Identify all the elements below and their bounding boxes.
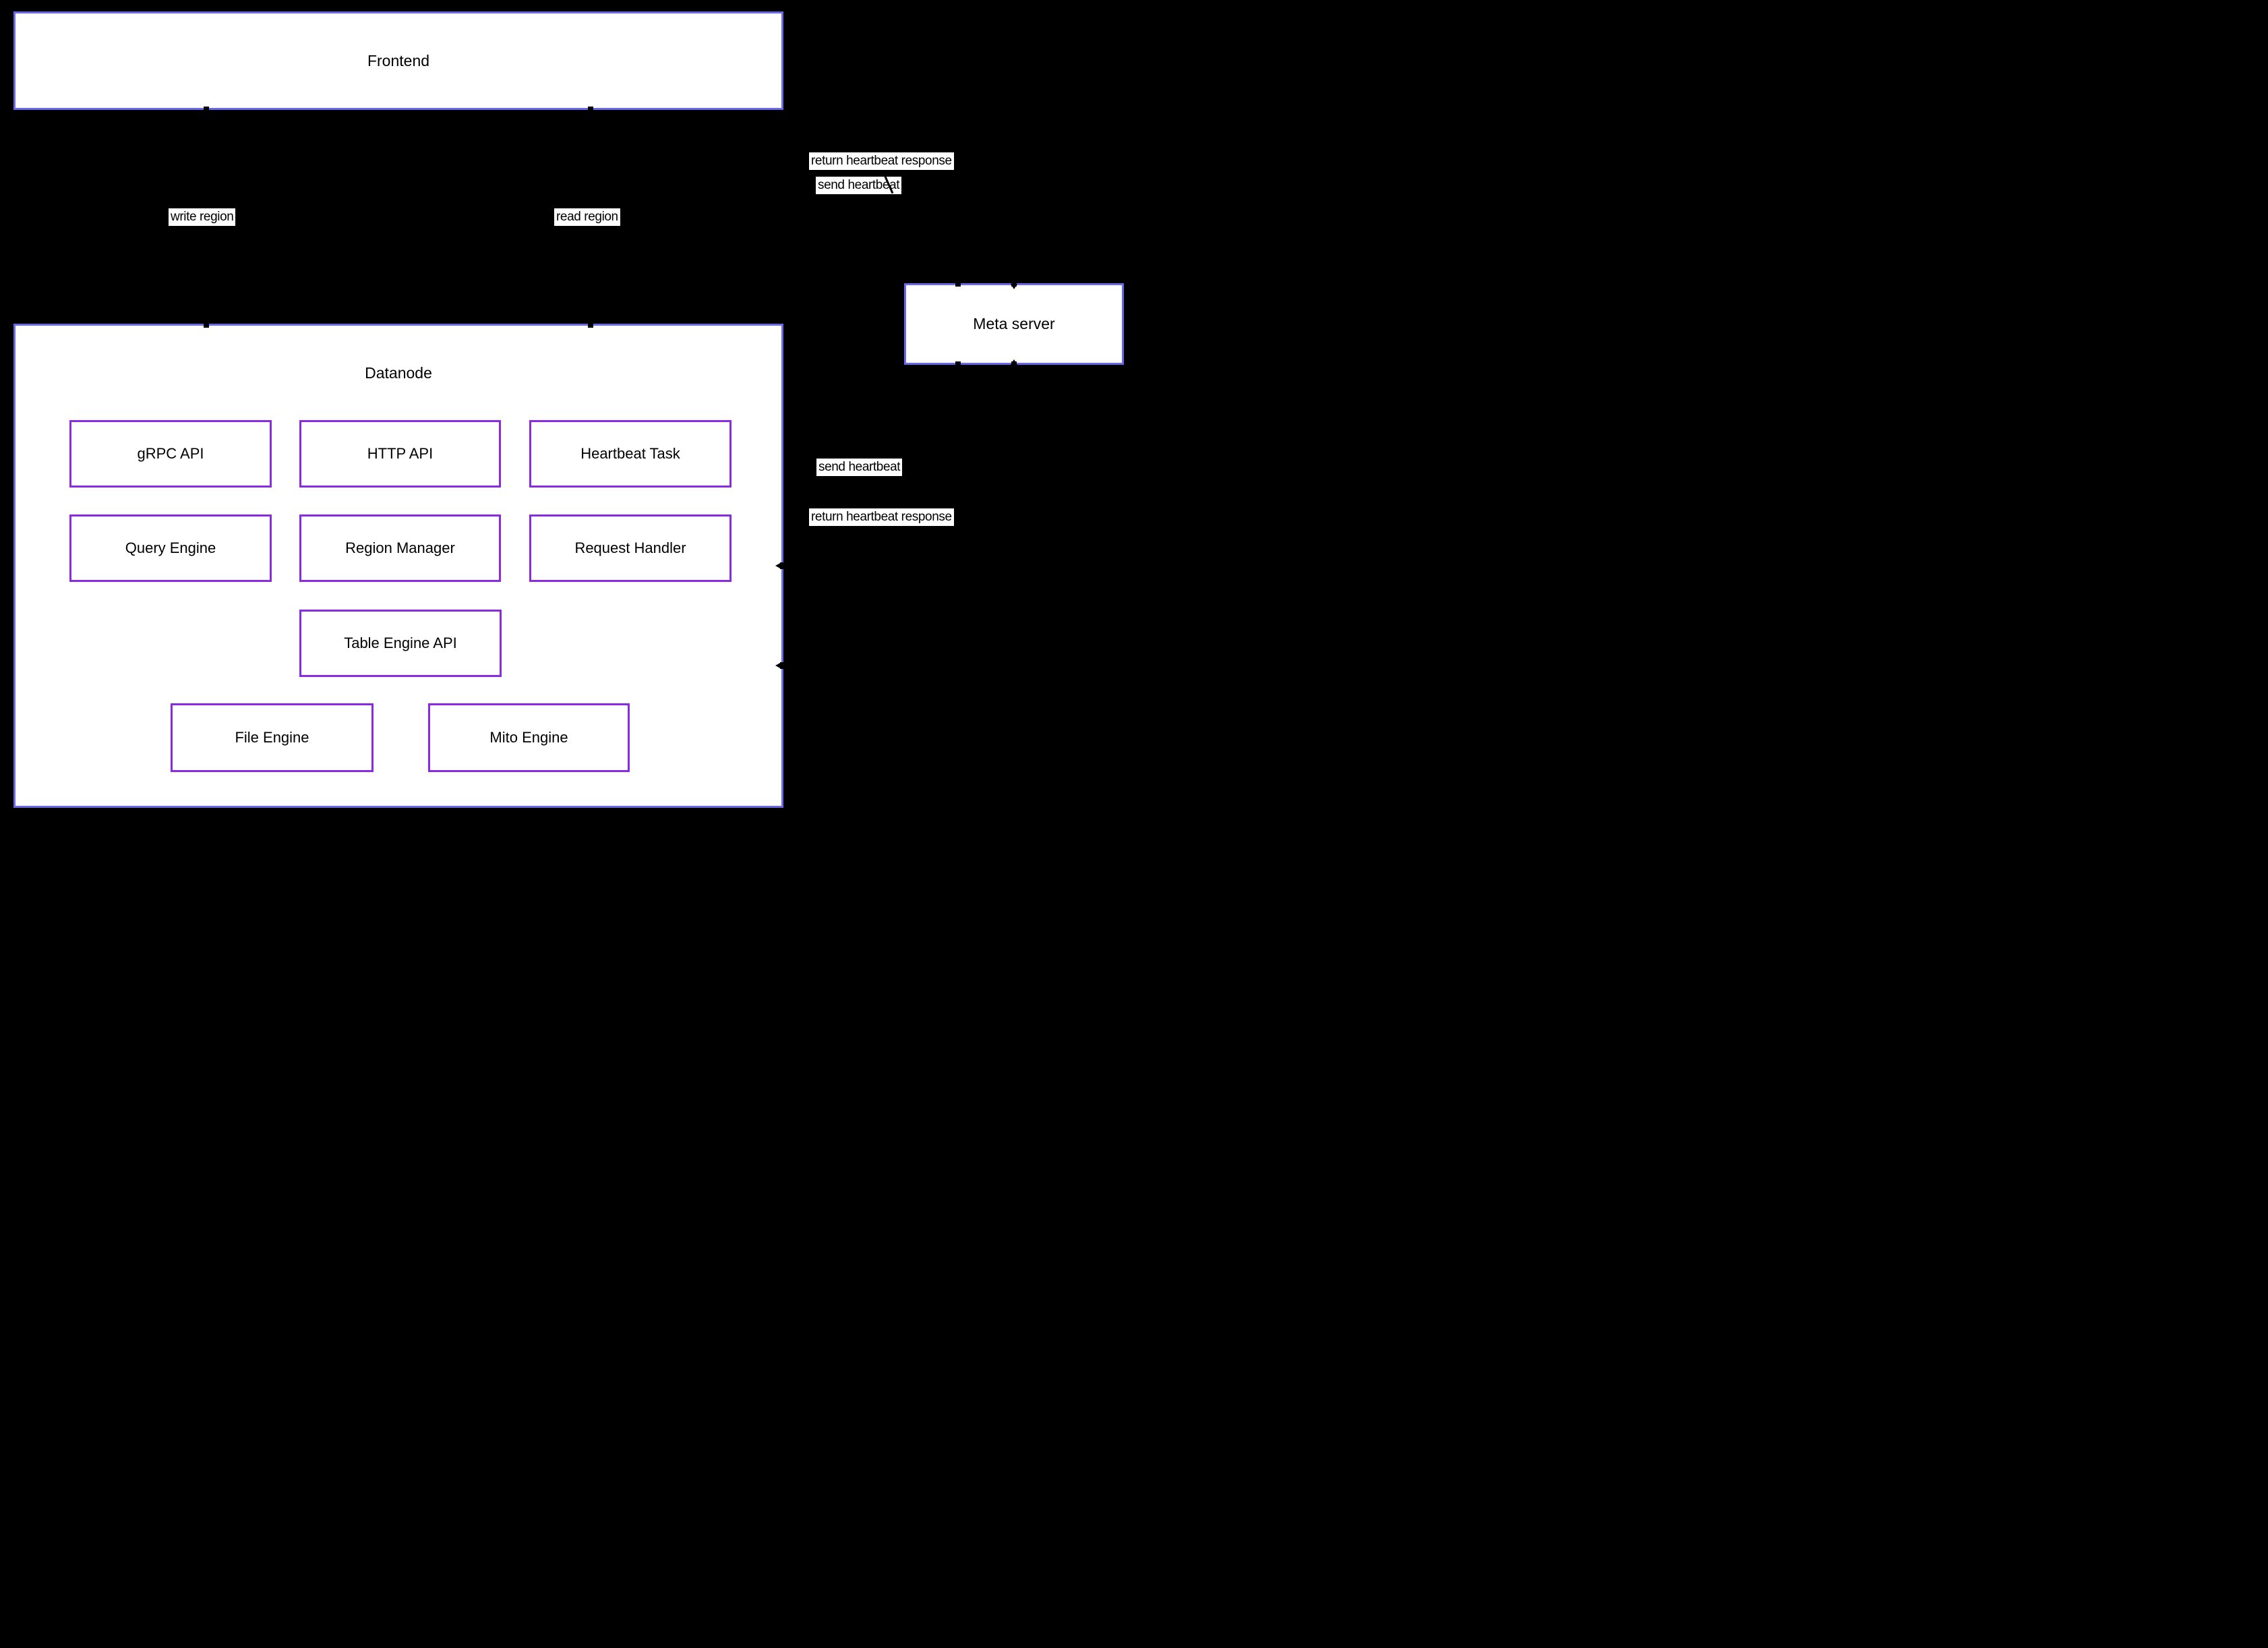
arrow-notch-frontend-bottom-right — [588, 107, 593, 112]
component-request-handler-label: Request Handler — [574, 539, 686, 556]
component-heartbeat-task: Heartbeat Task — [529, 420, 732, 488]
node-frontend-label: Frontend — [367, 51, 430, 69]
edge-label-send-heartbeat-mid: send heartbeat — [816, 459, 903, 476]
arrow-notch-datanode-top-left — [204, 322, 209, 328]
arrowhead-left-icon — [775, 662, 781, 669]
node-frontend: Frontend — [13, 11, 783, 110]
arrowhead-up-icon — [1011, 359, 1017, 365]
component-query-engine: Query Engine — [69, 514, 272, 582]
edge-label-write-region: write region — [169, 208, 236, 226]
component-region-manager-label: Region Manager — [345, 539, 455, 556]
arrow-notch-meta-bottom-left — [955, 361, 961, 366]
component-request-handler: Request Handler — [529, 514, 732, 582]
node-datanode: Datanode gRPC API HTTP API Heartbeat Tas… — [13, 324, 783, 808]
arrow-notch-datanode-top-right — [588, 322, 593, 328]
component-mito-engine: Mito Engine — [428, 703, 630, 772]
component-grpc-api-label: gRPC API — [137, 445, 204, 462]
component-file-engine-label: File Engine — [235, 729, 309, 746]
component-query-engine-label: Query Engine — [125, 539, 216, 556]
component-heartbeat-task-label: Heartbeat Task — [580, 445, 680, 462]
arrow-notch-datanode-right-upper — [780, 562, 784, 569]
arrow-notch-frontend-bottom-left — [204, 107, 209, 112]
component-region-manager: Region Manager — [299, 514, 501, 582]
arrow-notch-datanode-right-lower — [780, 662, 784, 669]
arrowhead-left-icon — [775, 562, 781, 569]
arrowhead-down-icon — [1011, 284, 1017, 289]
node-datanode-label: Datanode — [365, 364, 432, 382]
node-meta-server: Meta server — [904, 283, 1124, 365]
edge-label-return-heartbeat-response-mid: return heartbeat response — [809, 508, 954, 526]
component-mito-engine-label: Mito Engine — [489, 729, 568, 746]
architecture-diagram-canvas: Frontend Meta server Datanode gRPC API H… — [0, 0, 1134, 824]
component-grpc-api: gRPC API — [69, 420, 272, 488]
edge-label-read-region: read region — [554, 208, 620, 226]
component-file-engine: File Engine — [171, 703, 374, 772]
node-meta-server-label: Meta server — [973, 315, 1055, 332]
component-table-engine-api-label: Table Engine API — [344, 635, 457, 651]
component-table-engine-api: Table Engine API — [299, 610, 502, 677]
arrow-notch-meta-top-left — [955, 282, 961, 287]
edge-label-return-heartbeat-response-top: return heartbeat response — [809, 152, 954, 170]
component-http-api: HTTP API — [299, 420, 501, 488]
component-http-api-label: HTTP API — [367, 445, 434, 462]
